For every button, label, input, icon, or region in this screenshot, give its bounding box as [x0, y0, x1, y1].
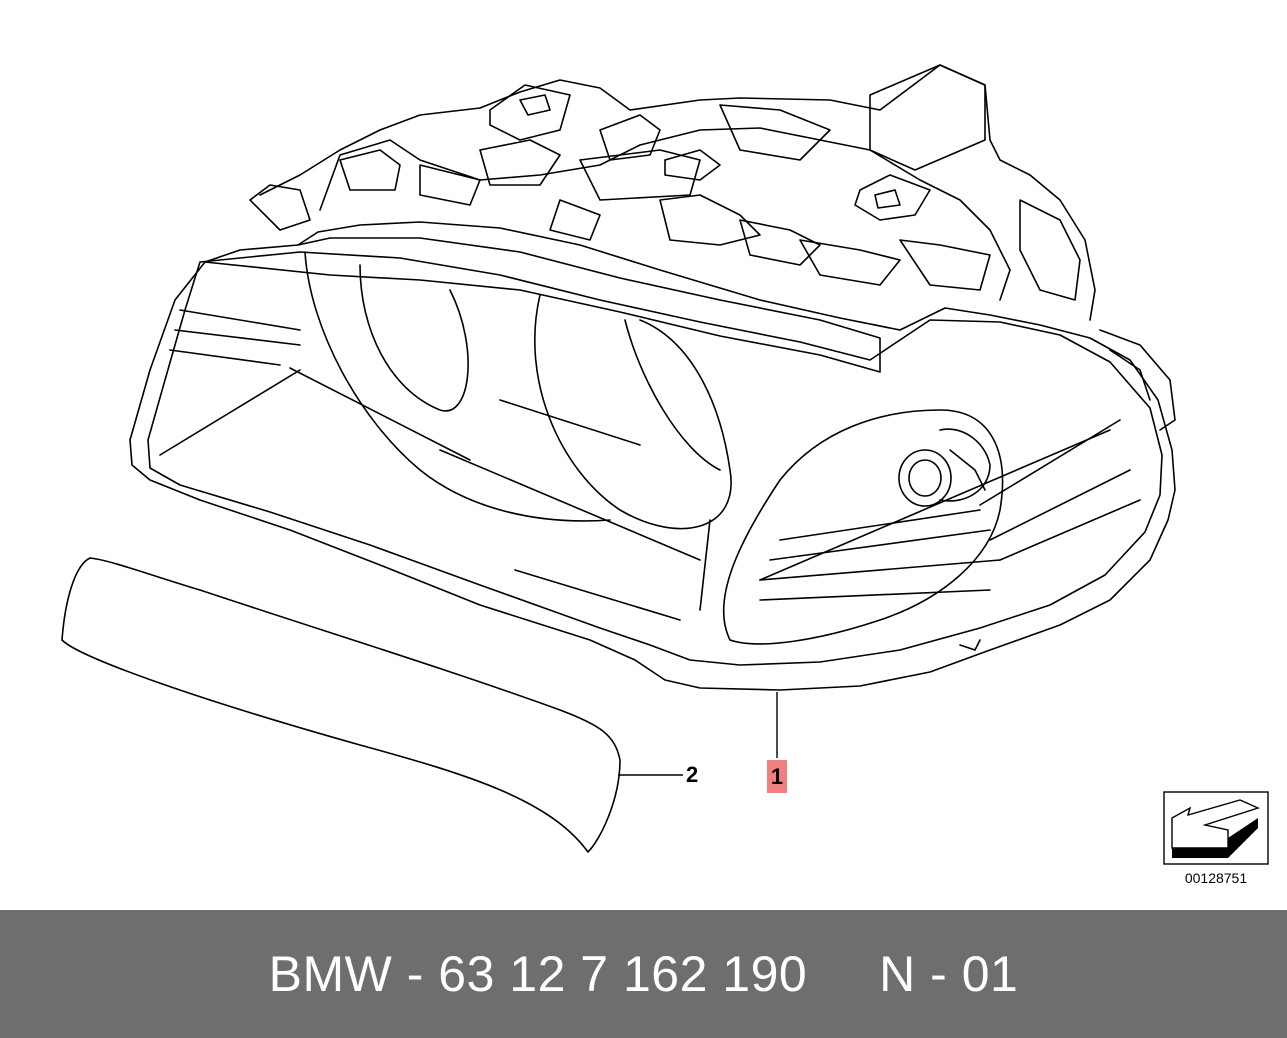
headlight-illustration [61, 64, 1269, 865]
parts-diagram: 1 2 00128751 [61, 64, 1269, 886]
headlight-housing-outline [129, 221, 1176, 691]
footer-bar: BMW - 63 12 7 162 190 N - 01 [0, 910, 1287, 1038]
direction-arrow-icon [1163, 791, 1269, 865]
callout-2[interactable]: 2 [686, 762, 699, 787]
drawing-number: 00128751 [1184, 870, 1248, 886]
trim-strip-outline [61, 557, 621, 853]
callout-1[interactable]: 1 [767, 760, 787, 793]
part-number-text: BMW - 63 12 7 162 190 N - 01 [268, 946, 1019, 1002]
